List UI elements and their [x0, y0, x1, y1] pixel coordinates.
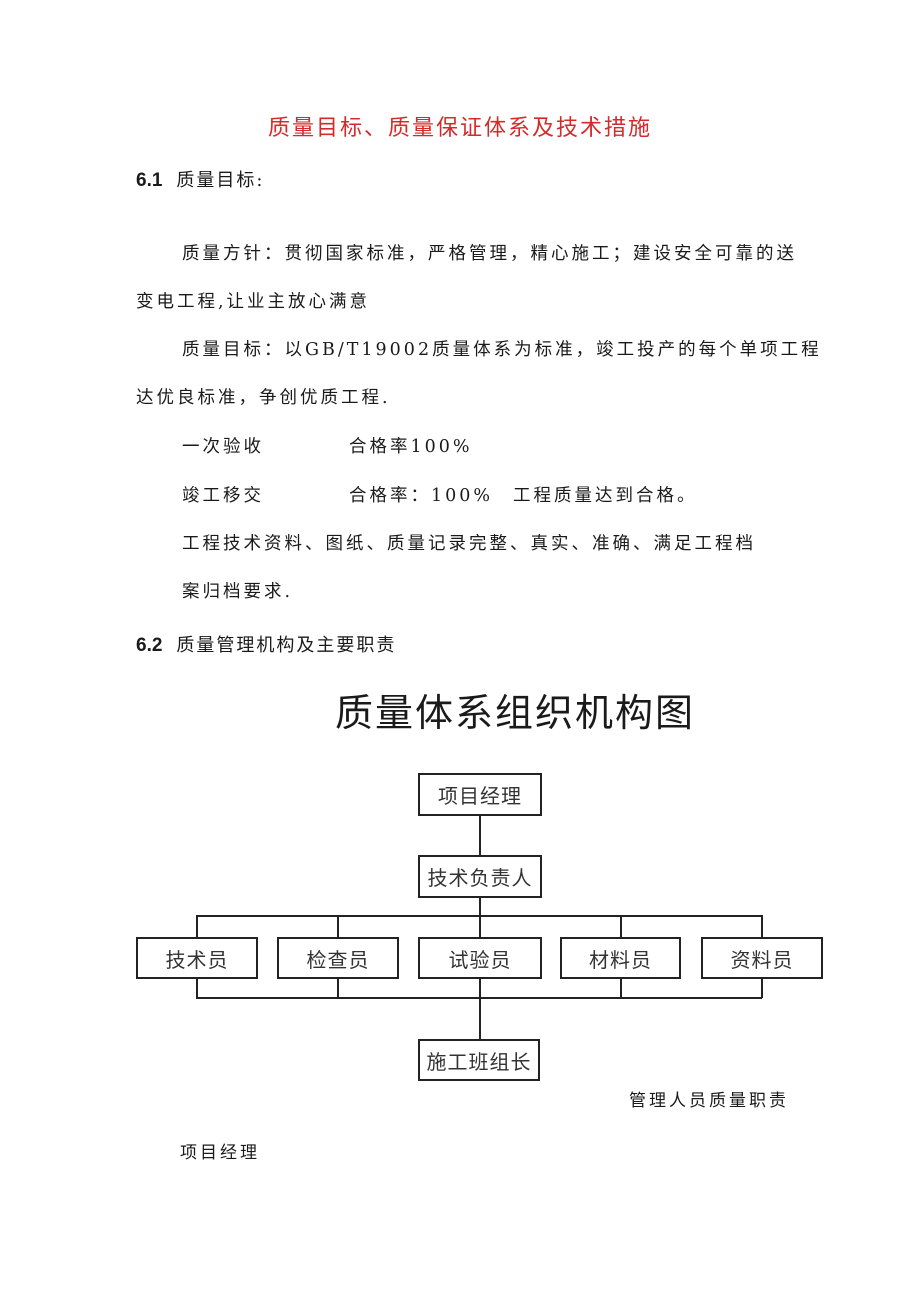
org-node-document-clerk: 资料员 — [701, 937, 823, 979]
org-node-inspector: 检查员 — [277, 937, 399, 979]
bus-line-top — [196, 915, 621, 917]
connector-line — [196, 978, 198, 998]
connector-line — [337, 978, 339, 998]
target-value: 合格率100% — [349, 437, 473, 457]
connector-line — [479, 815, 481, 855]
connector-line — [479, 897, 481, 937]
section-6-2-heading: 6.2 质量管理机构及主要职责 — [136, 631, 396, 657]
target-item: 一次验收 — [182, 437, 264, 457]
quality-policy-line-2: 变电工程,让业主放心满意 — [136, 292, 371, 312]
section-title: 质量目标: — [176, 170, 265, 191]
bus-line-bottom — [620, 997, 762, 999]
target-note: 工程质量达到合格。 — [513, 486, 698, 506]
org-node-crew-leader: 施工班组长 — [418, 1039, 540, 1081]
connector-line — [196, 915, 198, 937]
org-node-technician: 技术员 — [136, 937, 258, 979]
records-line-2: 案归档要求. — [182, 582, 294, 602]
responsibilities-caption: 管理人员质量职责 — [629, 1091, 789, 1111]
section-number: 6.1 — [136, 170, 163, 191]
bus-line-bottom — [196, 997, 621, 999]
org-chart-title: 质量体系组织机构图 — [334, 691, 695, 735]
connector-line — [337, 915, 339, 937]
org-node-technical-lead: 技术负责人 — [418, 855, 542, 898]
connector-line — [479, 978, 481, 1039]
org-node-tester: 试验员 — [418, 937, 542, 979]
quality-goal-line-1: 质量目标：以GB/T19002质量体系为标准，竣工投产的每个单项工程 — [182, 340, 822, 360]
connector-line — [620, 915, 622, 937]
connector-line — [620, 978, 622, 998]
records-line-1: 工程技术资料、图纸、质量记录完整、真实、准确、满足工程档 — [182, 534, 756, 554]
section-number: 6.2 — [136, 635, 163, 656]
document-title: 质量目标、质量保证体系及技术措施 — [267, 116, 652, 141]
project-manager-subheading: 项目经理 — [180, 1143, 260, 1163]
target-item: 竣工移交 — [182, 486, 264, 506]
org-node-project-manager: 项目经理 — [418, 773, 542, 816]
target-value: 合格率：100% — [349, 486, 494, 506]
quality-goal-line-2: 达优良标准，争创优质工程. — [136, 388, 391, 408]
connector-line — [761, 915, 763, 937]
section-6-1-heading: 6.1 质量目标: — [136, 166, 265, 192]
org-node-materials-clerk: 材料员 — [560, 937, 681, 979]
connector-line — [761, 978, 763, 998]
quality-policy-line-1: 质量方针：贯彻国家标准，严格管理，精心施工；建设安全可靠的送 — [182, 244, 797, 264]
bus-line-top — [620, 915, 762, 917]
section-title: 质量管理机构及主要职责 — [176, 635, 397, 656]
